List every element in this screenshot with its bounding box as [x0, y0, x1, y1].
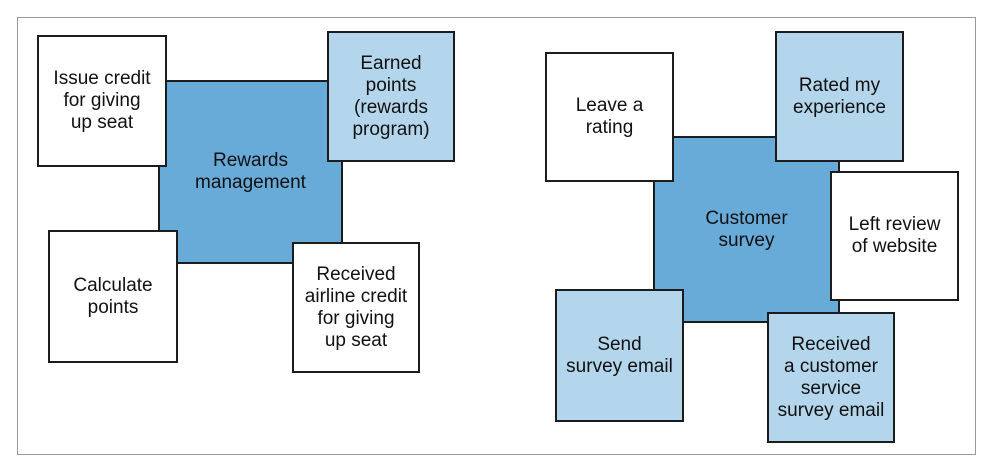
received-survey-email-card: Received a customer service survey email — [767, 312, 895, 443]
received-airline-credit-card: Received airline credit for giving up se… — [292, 242, 420, 373]
send-survey-email-card: Send survey email — [555, 289, 684, 422]
customer-survey-card: Customer survey — [653, 136, 840, 323]
left-review-card: Left review of website — [830, 171, 959, 301]
earned-points-card: Earned points (rewards program) — [327, 31, 455, 162]
rewards-management-card: Rewards management — [158, 80, 343, 264]
issue-credit-card: Issue credit for giving up seat — [37, 35, 167, 167]
rated-experience-card: Rated my experience — [775, 31, 904, 162]
leave-rating-card: Leave a rating — [545, 52, 674, 182]
calculate-points-card: Calculate points — [48, 230, 178, 363]
